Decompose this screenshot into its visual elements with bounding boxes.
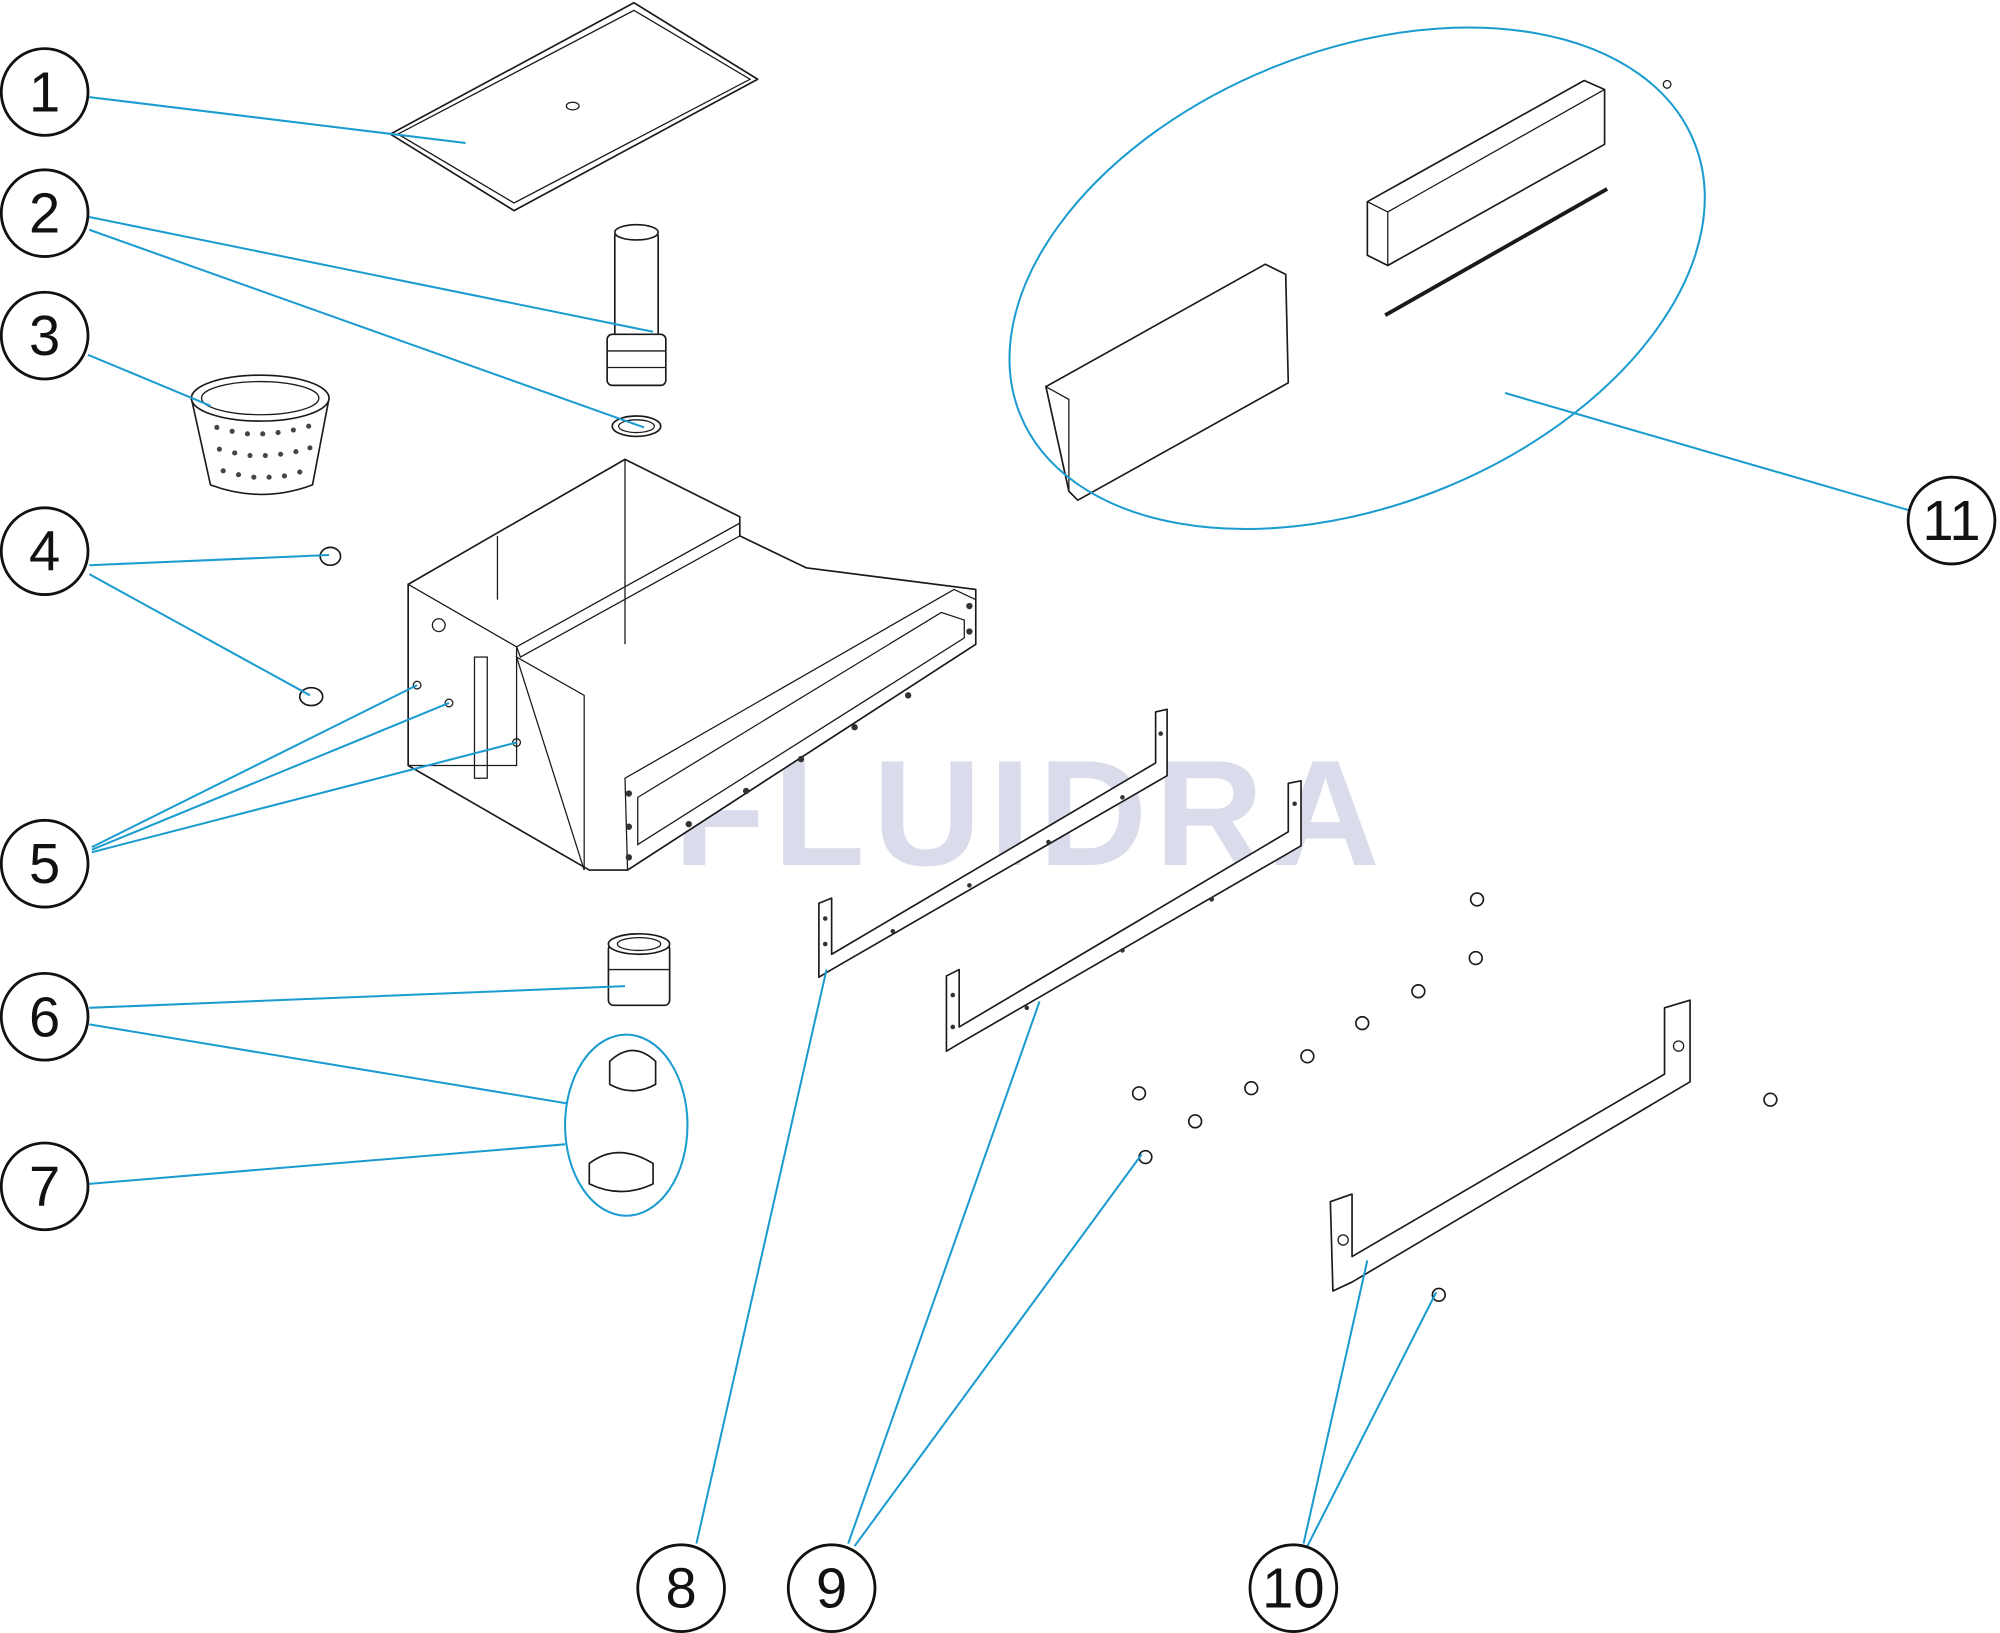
callout-number: 5 (29, 832, 60, 895)
part-tube (606, 223, 667, 438)
part-gasket-frame (818, 708, 1302, 1053)
callout-number: 8 (666, 1557, 697, 1620)
callout-2: 2 (0, 168, 90, 258)
callout-number: 4 (29, 520, 60, 583)
part-cover-plate (389, 1, 759, 212)
part-bracket (1329, 999, 1691, 1292)
callout-number: 11 (1922, 489, 1980, 552)
callout-number: 2 (29, 182, 60, 245)
callout-8: 8 (636, 1543, 726, 1633)
callout-number: 1 (29, 61, 60, 124)
part-nut (607, 933, 671, 1007)
part-screws (1131, 892, 1778, 1303)
callout-5: 5 (0, 818, 90, 909)
callout-11: 11 (1906, 475, 1997, 566)
callout-number: 9 (816, 1557, 847, 1620)
part-skimmer-body (407, 458, 977, 872)
callout-4: 4 (0, 506, 90, 596)
callout-number: 3 (29, 304, 60, 367)
callout-7: 7 (0, 1141, 90, 1232)
part-basket (190, 374, 330, 496)
callout-number: 7 (29, 1155, 60, 1218)
callout-9: 9 (786, 1543, 877, 1633)
callout-10: 10 (1248, 1543, 1339, 1633)
part-11-kit (1008, 26, 1706, 530)
part-caps (588, 1049, 657, 1193)
leader-lines (87, 96, 1910, 1547)
part-plugs (298, 546, 342, 707)
callout-number: 10 (1262, 1557, 1324, 1620)
callout-number: 6 (29, 985, 60, 1048)
callout-3: 3 (0, 290, 90, 381)
callout-1: 1 (0, 47, 90, 137)
part-7-group-ellipse (564, 1033, 689, 1217)
callout-6: 6 (0, 971, 90, 1062)
